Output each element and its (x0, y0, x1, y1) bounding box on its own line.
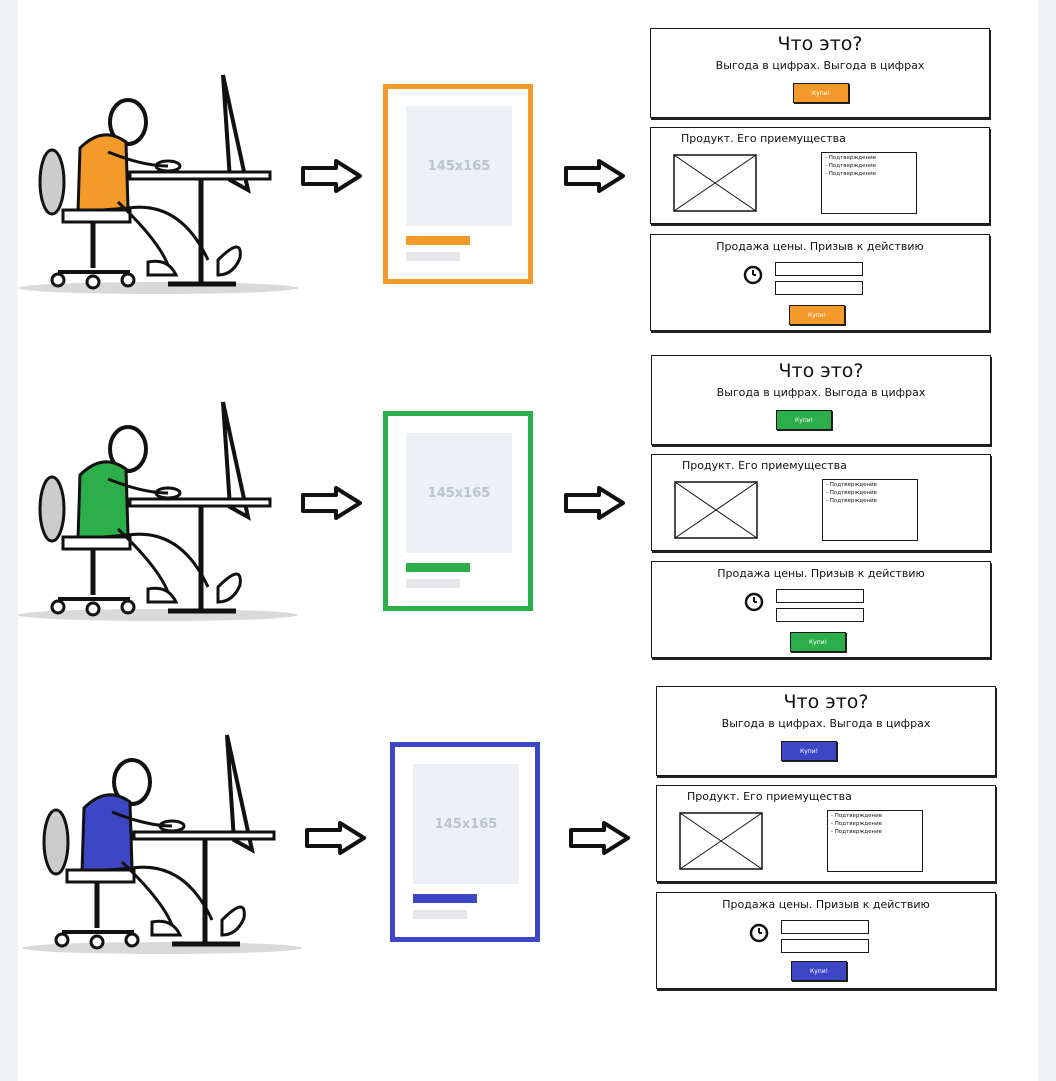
clock-icon (743, 265, 763, 285)
input-field[interactable] (775, 262, 863, 276)
list-item: - Подтверждение (825, 171, 877, 177)
subtitle-bar (406, 579, 460, 588)
list-item: - Подтверждение (825, 163, 877, 169)
image-placeholder-icon (679, 812, 763, 870)
buy-button[interactable]: Купи! (781, 741, 837, 761)
person-at-computer-icon (18, 74, 298, 294)
list-item: - Подтверждение (831, 821, 883, 827)
hero-block: Что это? Выгода в цифрах. Выгода в цифра… (656, 686, 996, 776)
image-placeholder: 145x165 (406, 106, 512, 226)
right-arrow-icon (301, 486, 362, 520)
sale-heading: Продажа цены. Призыв к действию (722, 898, 930, 911)
person-at-computer-icon (22, 734, 302, 954)
product-heading: Продукт. Его приемущества (682, 459, 847, 472)
confirmation-list: - Подтверждение - Подтверждение - Подтве… (827, 810, 923, 872)
product-card: 145x165 (383, 84, 533, 284)
confirmation-list: - Подтверждение - Подтверждение - Подтве… (822, 479, 918, 541)
list-item: - Подтверждение (826, 498, 878, 504)
person-at-computer-icon (18, 401, 298, 621)
row-blue: 145x165 Что это? Выгода в цифрах. Выгода… (18, 660, 1038, 990)
list-item: - Подтверждение (826, 490, 878, 496)
hero-title: Что это? (783, 691, 869, 713)
image-placeholder: 145x165 (406, 433, 512, 553)
title-bar (413, 894, 477, 903)
buy-button[interactable]: Купи! (790, 632, 846, 652)
hero-block: Что это? Выгода в цифрах. Выгода в цифра… (650, 28, 990, 118)
clock-icon (749, 923, 769, 943)
product-block: Продукт. Его приемущества - Подтверждени… (650, 127, 990, 224)
product-card: 145x165 (383, 411, 533, 611)
buy-button[interactable]: Купи! (793, 83, 849, 103)
product-heading: Продукт. Его приемущества (687, 790, 852, 803)
sale-block: Продажа цены. Призыв к действию Купи! (656, 892, 996, 989)
sale-block: Продажа цены. Призыв к действию Купи! (650, 234, 990, 331)
list-item: - Подтверждение (826, 482, 878, 488)
clock-icon (744, 592, 764, 612)
hero-title: Что это? (777, 33, 863, 55)
product-block: Продукт. Его приемущества - Подтверждени… (651, 454, 991, 551)
right-arrow-icon (301, 159, 362, 193)
title-bar (406, 563, 470, 572)
product-block: Продукт. Его приемущества - Подтверждени… (656, 785, 996, 882)
input-field[interactable] (775, 281, 863, 295)
diagram-canvas: 145x165 Что это? Выгода в цифрах. Выгода… (18, 0, 1038, 1081)
row-green: 145x165 Что это? Выгода в цифрах. Выгода… (18, 327, 1038, 658)
hero-subtitle: Выгода в цифрах. Выгода в цифрах (715, 59, 925, 72)
input-field[interactable] (781, 920, 869, 934)
buy-button[interactable]: Купи! (789, 305, 845, 325)
subtitle-bar (406, 252, 460, 261)
confirmation-list: - Подтверждение - Подтверждение - Подтве… (821, 152, 917, 214)
image-placeholder-icon (674, 481, 758, 539)
hero-subtitle: Выгода в цифрах. Выгода в цифрах (721, 717, 931, 730)
hero-subtitle: Выгода в цифрах. Выгода в цифрах (716, 386, 926, 399)
title-bar (406, 236, 470, 245)
input-field[interactable] (781, 939, 869, 953)
hero-title: Что это? (778, 360, 864, 382)
image-placeholder: 145x165 (413, 764, 519, 884)
input-field[interactable] (776, 608, 864, 622)
buy-button[interactable]: Купи! (791, 961, 847, 981)
image-placeholder-icon (673, 154, 757, 212)
right-arrow-icon (305, 821, 366, 855)
sale-heading: Продажа цены. Призыв к действию (717, 567, 925, 580)
sale-block: Продажа цены. Призыв к действию Купи! (651, 561, 991, 658)
product-heading: Продукт. Его приемущества (681, 132, 846, 145)
list-item: - Подтверждение (831, 829, 883, 835)
input-field[interactable] (776, 589, 864, 603)
list-item: - Подтверждение (831, 813, 883, 819)
right-arrow-icon (569, 821, 630, 855)
subtitle-bar (413, 910, 467, 919)
buy-button[interactable]: Купи! (776, 410, 832, 430)
right-arrow-icon (564, 159, 625, 193)
product-card: 145x165 (390, 742, 540, 942)
hero-block: Что это? Выгода в цифрах. Выгода в цифра… (651, 355, 991, 445)
list-item: - Подтверждение (825, 155, 877, 161)
row-orange: 145x165 Что это? Выгода в цифрах. Выгода… (18, 0, 1038, 331)
sale-heading: Продажа цены. Призыв к действию (716, 240, 924, 253)
right-arrow-icon (564, 486, 625, 520)
